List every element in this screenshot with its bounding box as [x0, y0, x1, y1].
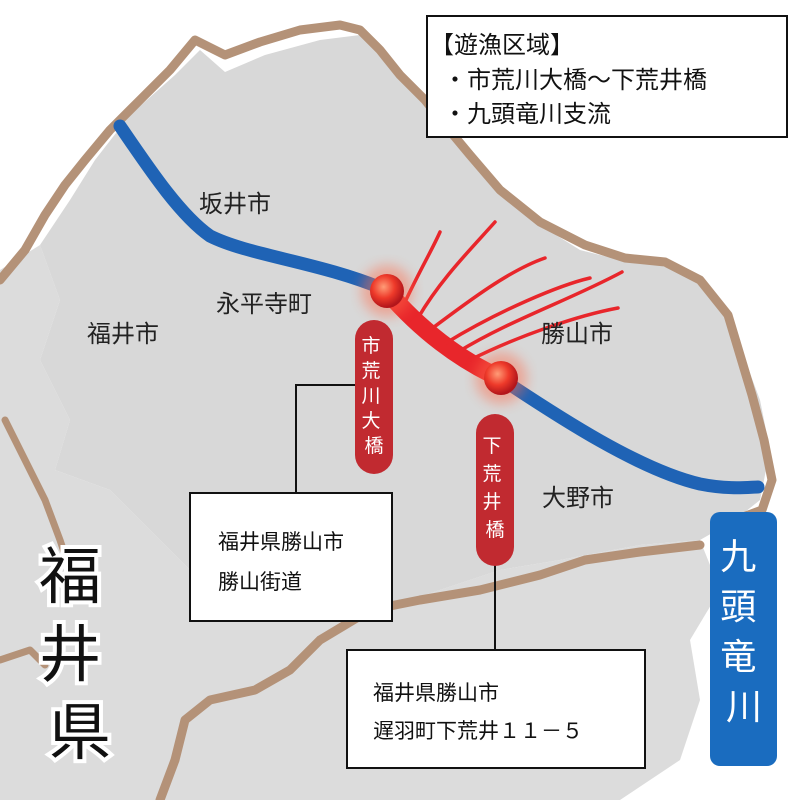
address-box-2: 福井県勝山市 遅羽町下荒井１１－５ [346, 649, 646, 769]
pill-char: 橋 [364, 435, 383, 457]
pill-char: 市 [361, 335, 380, 357]
river-char: 頭 [720, 587, 756, 628]
river-char: 川 [726, 687, 762, 728]
address-1-line-1: 福井県勝山市 [218, 530, 344, 554]
pref-char: 井 [39, 618, 101, 691]
pref-char: 福 [39, 540, 101, 613]
pill-char: 下 [482, 435, 501, 457]
tributaries [403, 220, 624, 362]
city-label-ono: 大野市 [542, 484, 614, 512]
marker-ichiarakawa-bridge [361, 265, 413, 317]
katsuyama-region [40, 35, 770, 620]
address-2-line-2: 遅羽町下荒井１１－５ [373, 719, 583, 743]
kuzuryu-river [113, 119, 765, 495]
address-box-1: 福井県勝山市 勝山街道 [189, 492, 393, 622]
pill-char: 川 [361, 385, 380, 407]
prefecture-label-text: 福 井 県 [39, 540, 121, 769]
leader-line-1 [295, 384, 356, 493]
prefecture-label: 福 井 県 [35, 536, 121, 773]
border-south [155, 540, 705, 805]
pill-ichiarakawa-bridge: 市 荒 川 大 橋 [355, 320, 393, 474]
border-west [1, 416, 74, 574]
pill-char: 荒 [361, 360, 380, 382]
city-label-eiheiji: 永平寺町 [216, 290, 312, 318]
city-label-sakai: 坂井市 [199, 190, 271, 218]
border-southwest [0, 646, 49, 669]
pill-text-ichiarakawa: 市 荒 川 大 橋 [361, 335, 386, 457]
pill-char: 荒 [482, 463, 501, 485]
legend-box: 【遊漁区域】 ・市荒川大橋～下荒井橋 ・九頭竜川支流 [426, 15, 788, 138]
address-2-line-1: 福井県勝山市 [373, 681, 499, 705]
river-char: 竜 [720, 637, 756, 678]
pill-text-shimoarai: 下 荒 井 橋 [482, 435, 507, 541]
pill-char: 井 [482, 491, 501, 513]
city-label-katsuyama: 勝山市 [541, 320, 613, 348]
pill-char: 橋 [485, 519, 504, 541]
legend-title: 【遊漁区域】 [430, 31, 574, 59]
city-label-fukui: 福井市 [87, 320, 159, 348]
legend-item-1: ・市荒川大橋～下荒井橋 [443, 66, 707, 94]
pill-char: 大 [361, 410, 380, 432]
address-1-line-2: 勝山街道 [218, 570, 302, 594]
river-label-text: 九 頭 竜 川 [720, 537, 767, 728]
pref-char: 県 [49, 696, 111, 769]
legend-item-2: ・九頭竜川支流 [443, 100, 611, 128]
pill-shimoarai-bridge: 下 荒 井 橋 [476, 414, 514, 566]
river-label-box: 九 頭 竜 川 [710, 512, 777, 766]
river-char: 九 [720, 537, 756, 578]
marker-shimoarai-bridge [475, 352, 527, 404]
